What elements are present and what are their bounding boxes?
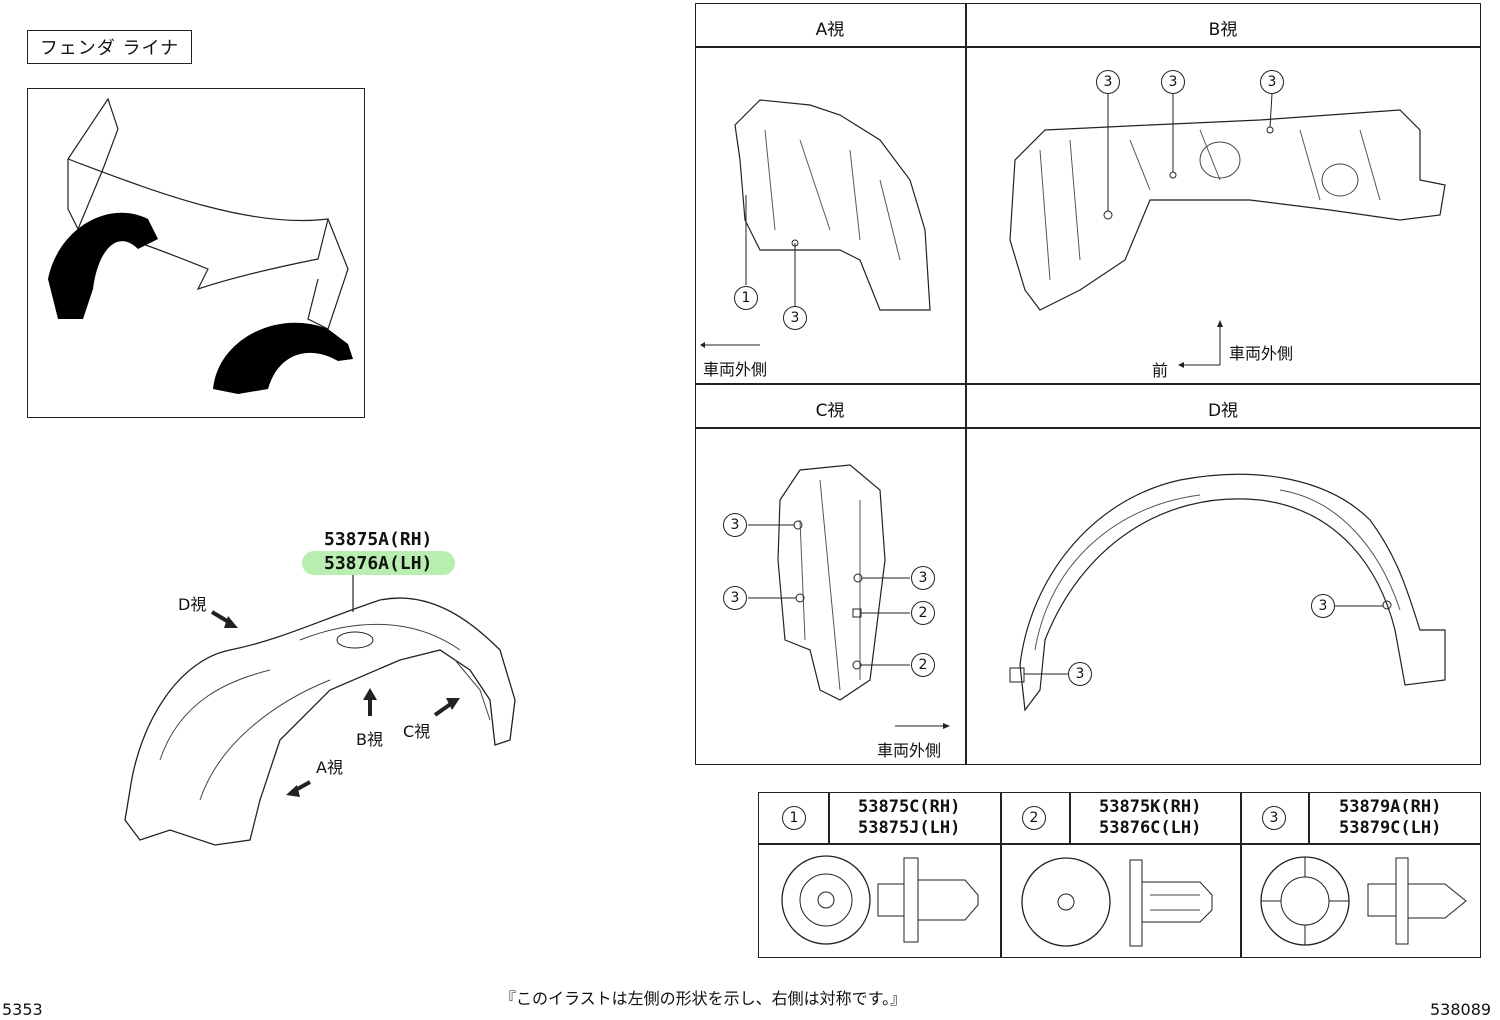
footer-left-code: 5353: [2, 1000, 43, 1019]
view-c-label: C視: [403, 722, 431, 741]
callout-c-2a[interactable]: 2: [911, 601, 935, 625]
panel-b-outside-label: 車両外側: [1229, 344, 1294, 363]
clip-table-hline: [758, 843, 1481, 845]
clip-table-vline-1: [1000, 792, 1002, 958]
clip-3-rh[interactable]: 53879A(RH): [1339, 797, 1442, 817]
clip-1-number-text: 1: [789, 810, 799, 826]
callout-b-3b[interactable]: 3: [1161, 70, 1185, 94]
callout-c-2a-text: 2: [918, 605, 928, 621]
clip-3-lh[interactable]: 53879C(LH): [1339, 818, 1442, 838]
callout-b-3c[interactable]: 3: [1260, 70, 1284, 94]
panel-a-title: A視: [815, 20, 845, 40]
clip-table-sep-1: [828, 792, 830, 844]
callout-a-3-text: 3: [790, 310, 800, 326]
clip-1-rh[interactable]: 53875C(RH): [858, 797, 961, 817]
view-d-label: D視: [178, 595, 207, 614]
callout-c-3a[interactable]: 3: [723, 513, 747, 537]
view-b-label: B視: [356, 730, 383, 749]
grid-hline-top: [695, 46, 1481, 48]
callout-c-3c[interactable]: 3: [911, 566, 935, 590]
panel-c-title: C視: [815, 401, 845, 421]
callout-c-2b[interactable]: 2: [911, 653, 935, 677]
panel-b-title: B視: [1208, 20, 1238, 40]
left-liner-shape: [48, 212, 158, 319]
clip-table: [758, 792, 1481, 958]
view-a-label: A視: [316, 758, 343, 777]
callout-c-3a-text: 3: [730, 517, 740, 533]
right-liner-shape: [213, 322, 353, 394]
main-part-rh[interactable]: 53875A(RH): [324, 529, 433, 550]
clip-2-number-text: 2: [1029, 810, 1039, 826]
callout-c-2b-text: 2: [918, 657, 928, 673]
callout-c-3b[interactable]: 3: [723, 586, 747, 610]
clip-table-sep-3: [1308, 792, 1310, 844]
footer-right-code: 538089: [1430, 1000, 1492, 1019]
callout-a-1-text: 1: [741, 290, 751, 306]
callout-c-3c-text: 3: [918, 570, 928, 586]
clip-1-number: 1: [782, 806, 806, 830]
diagram-title: フェンダ ライナ: [27, 30, 192, 64]
main-part-highlight: [302, 551, 455, 575]
footer-note: 『このイラストは左側の形状を示し、右側は対称です。』: [500, 989, 907, 1008]
clip-3-number-text: 3: [1269, 810, 1279, 826]
grid-hline-mid1: [695, 383, 1481, 385]
panel-d-title: D視: [1207, 401, 1239, 421]
callout-a-1[interactable]: 1: [734, 286, 758, 310]
callout-b-3a-text: 3: [1103, 74, 1113, 90]
clip-table-vline-2: [1240, 792, 1242, 958]
vehicle-front-sketch: [48, 97, 353, 394]
clip-2-number: 2: [1022, 806, 1046, 830]
clip-2-rh[interactable]: 53875K(RH): [1099, 797, 1202, 817]
callout-b-3b-text: 3: [1168, 74, 1178, 90]
panel-c-outside-label: 車両外側: [877, 741, 942, 760]
clip-1-lh[interactable]: 53875J(LH): [858, 818, 961, 838]
panel-a-outside-label: 車両外側: [703, 360, 768, 379]
callout-c-3b-text: 3: [730, 590, 740, 606]
callout-d-3b-text: 3: [1075, 666, 1085, 682]
callout-a-3[interactable]: 3: [783, 306, 807, 330]
clip-3-number: 3: [1262, 806, 1286, 830]
panel-b-front-label: 前: [1152, 361, 1169, 380]
clip-2-lh[interactable]: 53876C(LH): [1099, 818, 1202, 838]
overview-illustration: [27, 88, 365, 418]
callout-d-3a-text: 3: [1318, 598, 1328, 614]
callout-d-3a[interactable]: 3: [1311, 594, 1335, 618]
callout-b-3c-text: 3: [1267, 74, 1277, 90]
clip-table-sep-2: [1069, 792, 1071, 844]
grid-hline-mid2: [695, 427, 1481, 429]
callout-b-3a[interactable]: 3: [1096, 70, 1120, 94]
main-part-lh[interactable]: 53876A(LH): [324, 553, 433, 574]
callout-d-3b[interactable]: 3: [1068, 662, 1092, 686]
